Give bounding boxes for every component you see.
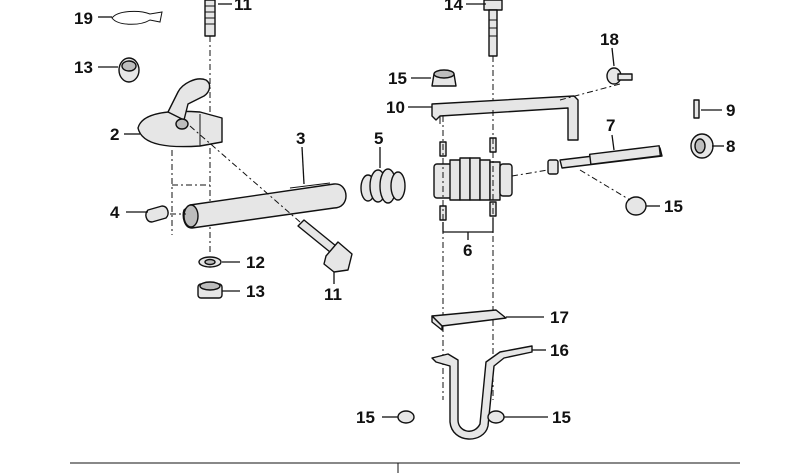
callout-14: 14 <box>444 0 463 14</box>
callout-5: 5 <box>374 129 383 148</box>
part-damper-6 <box>433 110 513 400</box>
callout-8: 8 <box>726 137 735 156</box>
callout-17: 17 <box>550 308 569 327</box>
part-washer-12 <box>198 256 222 268</box>
part-buffer-15-top <box>431 69 457 87</box>
part-pin-9 <box>693 99 700 119</box>
part-cap-8 <box>690 133 714 159</box>
callout-15-bottom-right: 15 <box>552 408 571 427</box>
part-plate-17 <box>431 309 507 331</box>
part-plug-4 <box>145 205 186 223</box>
callout-9: 9 <box>726 101 735 120</box>
callout-3: 3 <box>296 129 305 148</box>
callout-12: 12 <box>246 253 265 272</box>
part-buffer-15-bottom-left <box>397 410 415 424</box>
part-bolt-18 <box>606 67 633 85</box>
part-coupling-head-2 <box>137 78 223 235</box>
part-buffer-15-right <box>579 169 647 216</box>
part-clip-19 <box>111 10 163 25</box>
callout-7: 7 <box>606 116 615 135</box>
callout-11-top: 11 <box>234 0 252 14</box>
part-rod-7 <box>511 145 663 177</box>
part-bolt-14 <box>483 0 503 110</box>
callout-15-right: 15 <box>664 197 683 216</box>
callout-13-bottom: 13 <box>246 282 265 301</box>
callout-2: 2 <box>110 125 119 144</box>
callout-11-bottom: 11 <box>324 285 342 304</box>
part-bellows-5 <box>360 168 406 204</box>
part-nut-13-top <box>118 57 140 83</box>
callout-4: 4 <box>110 203 120 222</box>
part-buffer-15-bottom-right <box>487 410 505 424</box>
callout-6: 6 <box>463 241 472 260</box>
callout-15-top: 15 <box>388 69 407 88</box>
callout-19: 19 <box>74 9 93 28</box>
part-drawbar-tube-3 <box>182 182 347 229</box>
callout-16: 16 <box>550 341 569 360</box>
part-bracket-10 <box>431 83 621 141</box>
leader-lines <box>98 3 724 418</box>
callout-10: 10 <box>386 98 405 117</box>
part-stirrup-16 <box>431 345 533 440</box>
callout-13-top: 13 <box>74 58 93 77</box>
callout-18: 18 <box>600 30 619 49</box>
part-bolt-11-bottom <box>189 125 353 273</box>
part-nut-13-bottom <box>197 281 223 299</box>
callout-15-bottom-left: 15 <box>356 408 375 427</box>
